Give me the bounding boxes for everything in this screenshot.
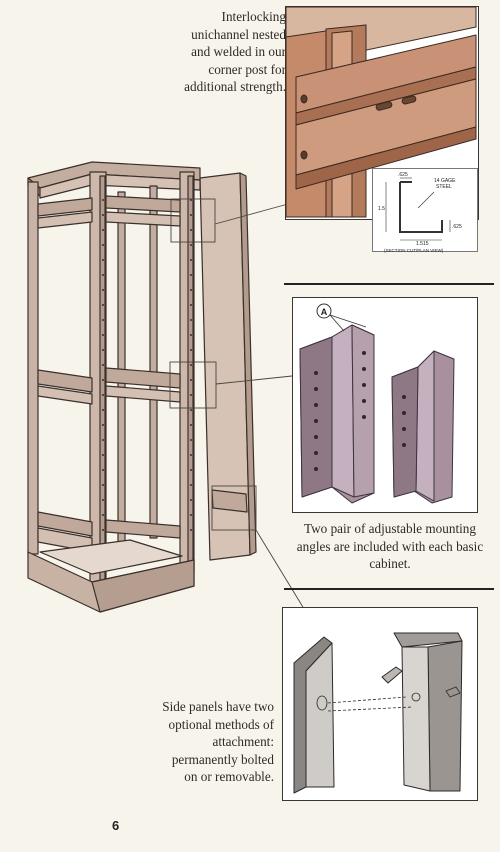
dim-bottom-label: 1.515: [416, 241, 429, 247]
divider-rule-1: [284, 283, 494, 285]
zoom-box-corner-post: [170, 198, 216, 243]
zoom-box-mounting-angle: [169, 361, 217, 409]
side-panels-caption: Side panels have two optional methods of…: [162, 699, 274, 784]
gage-label-1: 14 GAGE: [434, 178, 456, 184]
rear-left-post: [27, 181, 39, 555]
dim-height-label: 1.5: [378, 206, 385, 212]
mounting-angles-caption: Two pair of adjustable mounting angles a…: [296, 521, 484, 571]
section-cut-drawing: .625 1.5 .625 1.515 14 GAGE STEEL (SECTI…: [378, 172, 462, 253]
gage-label-2: STEEL: [436, 184, 452, 190]
corner-post-detail-illustration: [285, 6, 477, 218]
mounting-angles-illustration: A: [299, 303, 455, 504]
zoom-box-side-panel: [211, 485, 257, 531]
callout-circle-a: [316, 303, 332, 319]
page-number: 6: [112, 818, 120, 833]
section-cut-inset: [372, 168, 478, 252]
dim-width-label: .625: [398, 172, 408, 178]
side-panel-attachment-illustration: [293, 632, 463, 794]
divider-rule-2: [284, 588, 494, 590]
corner-post-caption: Interlocking unichannel nested and welde…: [184, 9, 286, 94]
section-caption: (SECTION CUT/PLAN VIEW): [384, 248, 444, 253]
callout-letter: A: [321, 307, 328, 317]
dim-depth-label: .625: [452, 224, 462, 230]
